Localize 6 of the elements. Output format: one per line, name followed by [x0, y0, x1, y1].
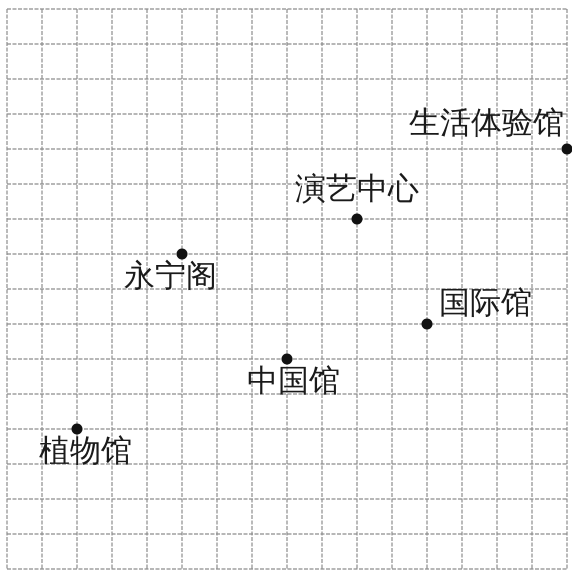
place-label: 生活体验馆: [409, 108, 564, 139]
place-label: 演艺中心: [295, 174, 419, 205]
place-label: 永宁阁: [124, 261, 217, 292]
place-label: 植物馆: [39, 436, 132, 467]
place-label: 中国馆: [247, 366, 340, 397]
place-label: 国际馆: [439, 288, 532, 319]
